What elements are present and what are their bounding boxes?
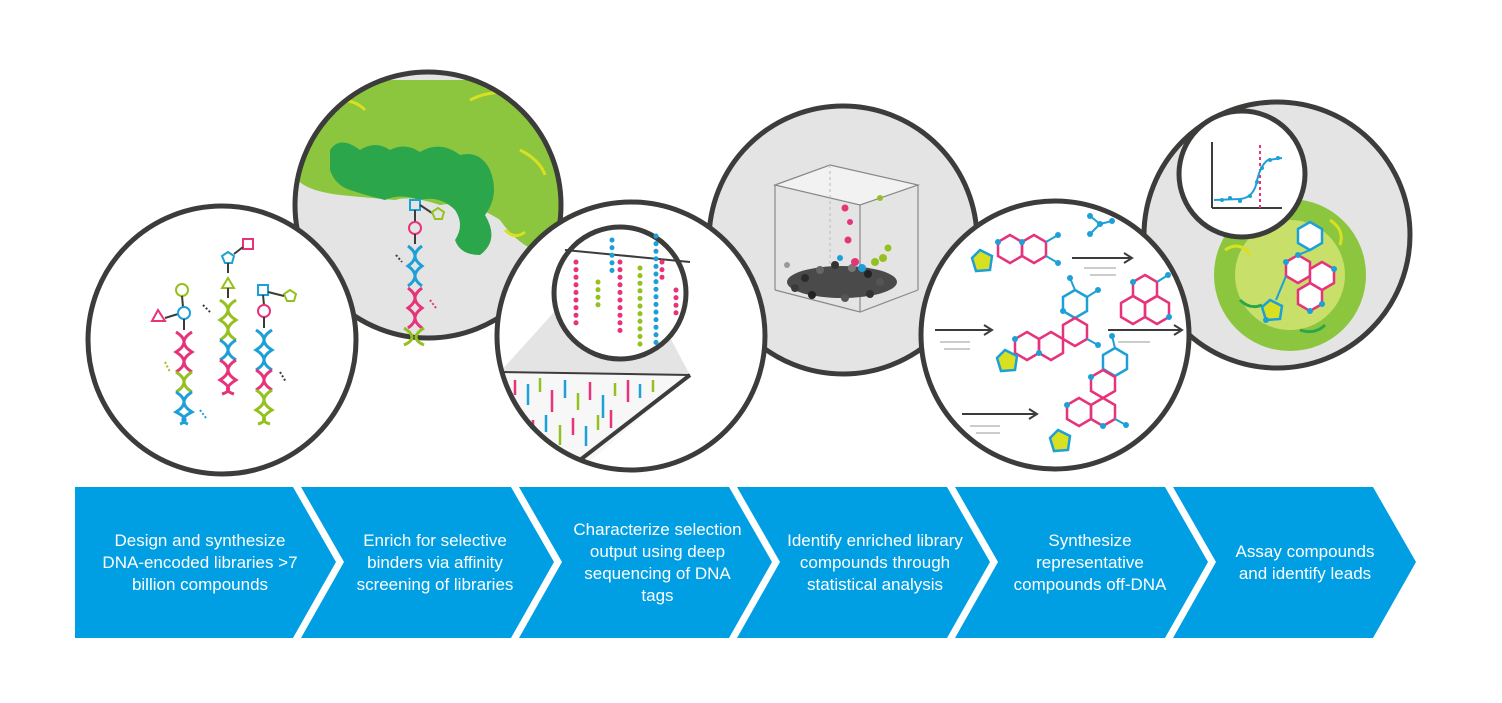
step-6-label: Assay compounds and identify leads [1235, 541, 1375, 583]
chevron-step-6 [1173, 487, 1416, 638]
step-5-label: Synthesize representative compounds off-… [1013, 530, 1167, 594]
process-arrows [75, 487, 1416, 638]
lead-molecule-icon [1260, 220, 1337, 323]
protein-binding-icon [395, 199, 446, 347]
dna-library-icon [150, 238, 298, 426]
step-4-label: Identify enriched library compounds thro… [787, 530, 963, 594]
step-2-label: Enrich for selective binders via affinit… [356, 530, 514, 594]
molecule-synthesis-icon [935, 213, 1184, 453]
circle-step-2 [292, 69, 564, 347]
circle-step-1 [85, 203, 359, 477]
sequence-magnifier-icon [551, 224, 691, 362]
chevron-step-3 [519, 487, 772, 638]
chevron-step-1 [75, 487, 336, 638]
dose-response-icon [1176, 108, 1308, 240]
chevron-step-5 [955, 487, 1208, 638]
chevron-step-4 [737, 487, 990, 638]
data-cube-icon [772, 164, 921, 313]
circle-step-6 [1141, 99, 1413, 371]
circle-step-5 [918, 198, 1192, 472]
chevron-step-2 [301, 487, 554, 638]
step-1-label: Design and synthesize DNA-encoded librar… [102, 530, 298, 594]
step-3-label: Characterize selection output using deep… [573, 519, 742, 605]
